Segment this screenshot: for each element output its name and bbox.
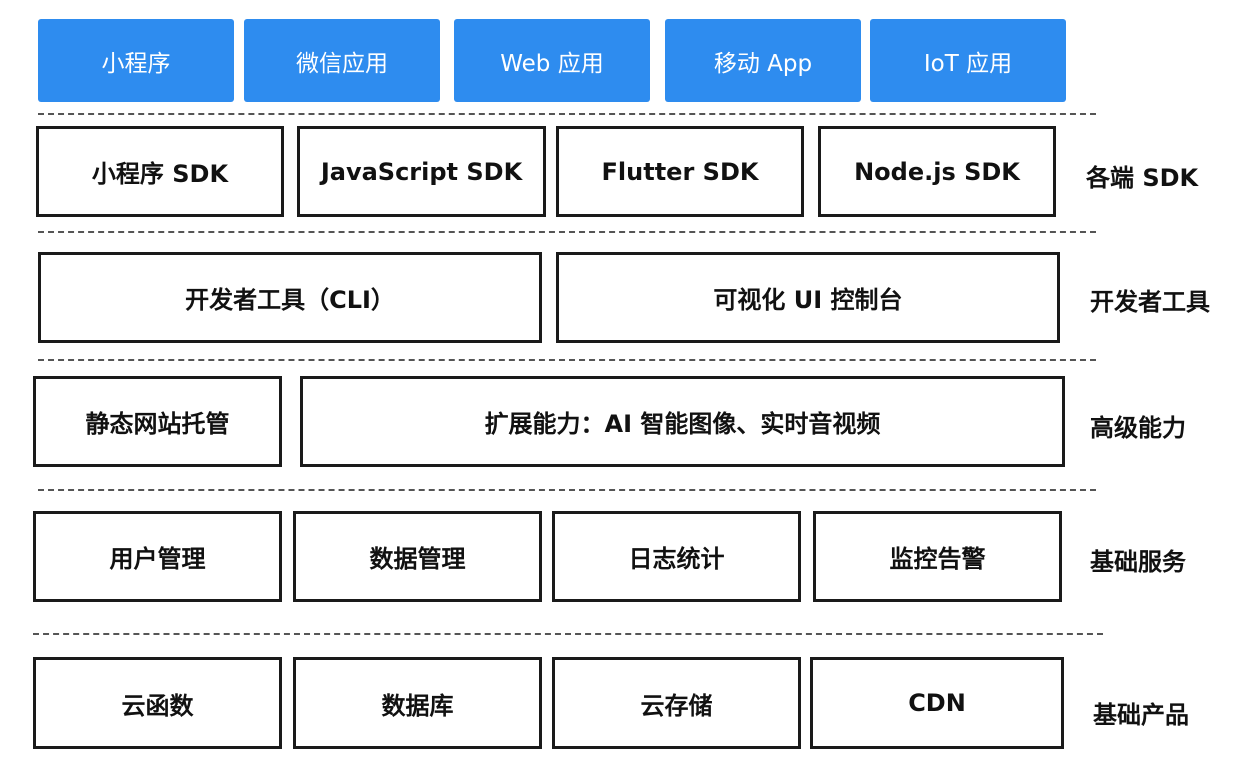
tool-cli: 开发者工具（CLI）	[38, 252, 542, 343]
service-user-management: 用户管理	[33, 511, 282, 602]
tool-visual-console: 可视化 UI 控制台	[556, 252, 1060, 343]
sdk-mini-program: 小程序 SDK	[36, 126, 284, 217]
layer-label-sdk: 各端 SDK	[1086, 164, 1199, 192]
layer-label-advanced: 高级能力	[1090, 414, 1186, 442]
layer-label-basic-services: 基础服务	[1090, 548, 1186, 576]
service-data-management: 数据管理	[293, 511, 542, 602]
product-database: 数据库	[293, 657, 542, 749]
layer-label-basic-products: 基础产品	[1093, 701, 1189, 729]
client-iot-app: IoT 应用	[870, 19, 1066, 102]
separator-line	[38, 489, 1096, 491]
product-cloud-functions: 云函数	[33, 657, 282, 749]
service-log-statistics: 日志统计	[552, 511, 801, 602]
extension-capabilities: 扩展能力：AI 智能图像、实时音视频	[300, 376, 1065, 467]
product-cdn: CDN	[810, 657, 1064, 749]
separator-line	[38, 359, 1096, 361]
client-wechat-app: 微信应用	[244, 19, 440, 102]
separator-line	[38, 231, 1096, 233]
sdk-nodejs: Node.js SDK	[818, 126, 1056, 217]
static-hosting: 静态网站托管	[33, 376, 282, 467]
sdk-javascript: JavaScript SDK	[297, 126, 546, 217]
layer-label-dev-tools: 开发者工具	[1090, 288, 1210, 316]
service-monitoring-alerts: 监控告警	[813, 511, 1062, 602]
separator-line	[38, 113, 1096, 115]
product-cloud-storage: 云存储	[552, 657, 801, 749]
client-web-app: Web 应用	[454, 19, 650, 102]
client-mobile-app: 移动 App	[665, 19, 861, 102]
separator-line	[33, 633, 1103, 635]
client-mini-program: 小程序	[38, 19, 234, 102]
sdk-flutter: Flutter SDK	[556, 126, 804, 217]
